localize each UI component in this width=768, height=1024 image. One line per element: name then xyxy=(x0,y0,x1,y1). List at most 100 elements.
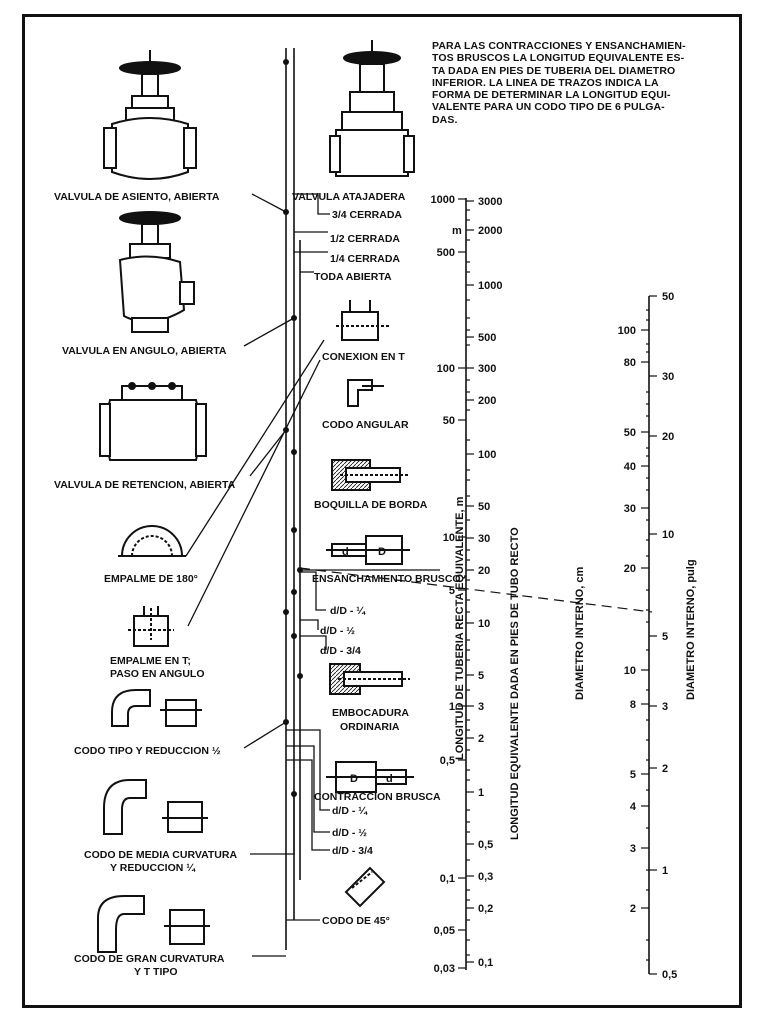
label-codo-angular: CODO ANGULAR xyxy=(322,419,409,431)
label-valvula-retencion: VALVULA DE RETENCION, ABIERTA xyxy=(54,479,236,491)
scale-ft-label: 0,5 xyxy=(478,839,493,851)
label-icon-D-enlarge: D xyxy=(378,546,386,558)
label-codo-media-1: CODO DE MEDIA CURVATURA xyxy=(84,849,237,861)
label-embocadura-2: ORDINARIA xyxy=(340,721,400,733)
label-codo-gran-1: CODO DE GRAN CURVATURA xyxy=(74,953,225,965)
angle-elbow-icon xyxy=(347,379,384,407)
scale-pulg-label: 30 xyxy=(662,371,674,383)
label-icon-d-enlarge: d xyxy=(342,546,349,558)
page-frame xyxy=(22,14,742,1008)
scale-cm-label: 80 xyxy=(624,357,636,369)
label-dD-quarter-a: d/D - ¼ xyxy=(330,605,366,617)
note-line: TOS BRUSCOS LA LONGITUD EQUIVALENTE ES- xyxy=(432,52,685,65)
scale-m-label: 0,1 xyxy=(440,873,455,885)
scale-ft-label: 500 xyxy=(478,332,496,344)
label-embocadura-1: EMBOCADURA xyxy=(332,707,409,719)
scale-m-label: 0,03 xyxy=(434,963,455,975)
scale-pulg-label: 1 xyxy=(662,865,668,877)
instruction-note: PARA LAS CONTRACCIONES Y ENSANCHAMIEN- T… xyxy=(432,40,710,126)
axis-title-diametro-cm: DIAMETRO INTERNO, cm xyxy=(574,567,586,700)
label-dD-quarter-b: d/D - ¼ xyxy=(332,805,368,817)
scale-ft-label: 20 xyxy=(478,565,490,577)
scale-pulg-label: 3 xyxy=(662,701,668,713)
label-boquilla: BOQUILLA DE BORDA xyxy=(314,499,428,511)
scale-ft-label: 0,2 xyxy=(478,903,493,915)
scale-cm-label: 4 xyxy=(630,801,637,813)
note-line: DAS. xyxy=(432,113,458,126)
elbow-45-icon xyxy=(344,866,386,908)
scale-m-label: 1 xyxy=(449,701,455,713)
label-cuarto-cerrada: 1/4 CERRADA xyxy=(330,253,400,265)
scale-pulg-label: 0,5 xyxy=(662,969,677,981)
bus-lines xyxy=(285,48,301,950)
standard-elbow-icon xyxy=(111,689,202,727)
label-codo-45: CODO DE 45° xyxy=(322,915,390,927)
label-dD-three-quarter-b: d/D - 3/4 xyxy=(332,845,373,857)
label-empalme-t-2: PASO EN ANGULO xyxy=(110,668,205,680)
scale-ft-label: 30 xyxy=(478,533,490,545)
axis-title-tuberia-m: LONGITUD DE TUBERIA RECTA EQUIVALENTE, m xyxy=(454,496,466,760)
scale-ft-label: 3 xyxy=(478,701,484,713)
note-line: FORMA DE DETERMINAR LA LONGITUD EQUI- xyxy=(432,89,671,102)
label-tres-cuartos-cerrada: 3/4 CERRADA xyxy=(332,209,402,221)
label-ensanchamiento: ENSANCHAMIENTO BRUSCO xyxy=(312,573,461,585)
scale-ft-label: 2000 xyxy=(478,225,502,237)
scale-axes xyxy=(465,198,650,974)
unit-m-label: m xyxy=(452,225,462,237)
scale-ft-label: 100 xyxy=(478,449,496,461)
long-radius-elbow-icon xyxy=(97,895,210,953)
scale-m-label: 10 xyxy=(443,532,455,544)
scale-m-label: 50 xyxy=(443,415,455,427)
scale-cm-label: 5 xyxy=(630,769,636,781)
label-codo-gran-2: Y T TIPO xyxy=(134,966,178,978)
borda-inlet-icon xyxy=(331,459,408,491)
scale-m-label: 0,5 xyxy=(440,755,455,767)
scale-ft-label: 5 xyxy=(478,670,484,682)
scale-m-label: 100 xyxy=(437,363,455,375)
scale-ft-label: 50 xyxy=(478,501,490,513)
label-codo-media-2: Y REDUCCION ¼ xyxy=(110,862,196,874)
scale-ft-label: 300 xyxy=(478,363,496,375)
scale-ft-label: 1000 xyxy=(478,280,502,292)
scale-ft-label: 1 xyxy=(478,787,484,799)
medium-radius-elbow-icon xyxy=(103,779,208,835)
scale-pulg-label: 50 xyxy=(662,291,674,303)
angle-valve-icon xyxy=(118,211,195,333)
check-valve-icon xyxy=(99,382,207,461)
label-empalme-180: EMPALME DE 180° xyxy=(104,573,198,585)
scale-pulg-label: 10 xyxy=(662,529,674,541)
scale-cm-label: 100 xyxy=(618,325,636,337)
note-line: PARA LAS CONTRACCIONES Y ENSANCHAMIEN- xyxy=(432,40,686,52)
scale-cm-label: 20 xyxy=(624,563,636,575)
return-bend-icon xyxy=(118,525,186,557)
tee-branch-icon xyxy=(336,300,390,341)
label-valvula-asiento: VALVULA DE ASIENTO, ABIERTA xyxy=(54,191,220,203)
scale-ft-label: 0,3 xyxy=(478,871,493,883)
label-icon-D-contract: D xyxy=(350,773,358,785)
axis-title-diametro-pulg: DIAMETRO INTERNO, pulg xyxy=(685,559,697,700)
label-dD-three-quarter-a: d/D - 3/4 xyxy=(320,645,361,657)
scale-pulg-label: 2 xyxy=(662,763,668,775)
scale-cm-label: 30 xyxy=(624,503,636,515)
scale-m-label: 500 xyxy=(437,247,455,259)
scale-cm-label: 2 xyxy=(630,903,636,915)
scale-cm-label: 10 xyxy=(624,665,636,677)
scale-ft-label: 10 xyxy=(478,618,490,630)
axis-title-tubo-ft: LONGITUD EQUIVALENTE DADA EN PIES DE TUB… xyxy=(509,527,521,840)
label-contraccion: CONTRACCION BRUSCA xyxy=(314,791,441,803)
label-dD-half-b: d/D - ½ xyxy=(332,827,367,839)
scale-cm-label: 50 xyxy=(624,427,636,439)
scale-ft-label: 3000 xyxy=(478,196,502,208)
leader-lines xyxy=(185,193,440,957)
note-line: VALENTE PARA UN CODO TIPO DE 6 PULGA- xyxy=(432,101,665,114)
label-valvula-atajadera: VALVULA ATAJADERA xyxy=(292,191,406,203)
globe-valve-icon xyxy=(103,50,197,180)
scale-m-label: 0,05 xyxy=(434,925,455,937)
label-empalme-t-1: EMPALME EN T; xyxy=(110,655,191,667)
sudden-contraction-icon xyxy=(326,761,414,793)
example-dashed-line xyxy=(299,567,653,613)
note-line: TA DADA EN PIES DE TUBERIA DEL DIAMETRO xyxy=(432,64,676,77)
label-icon-d-contract: d xyxy=(386,773,393,785)
scale-cm-label: 40 xyxy=(624,461,636,473)
